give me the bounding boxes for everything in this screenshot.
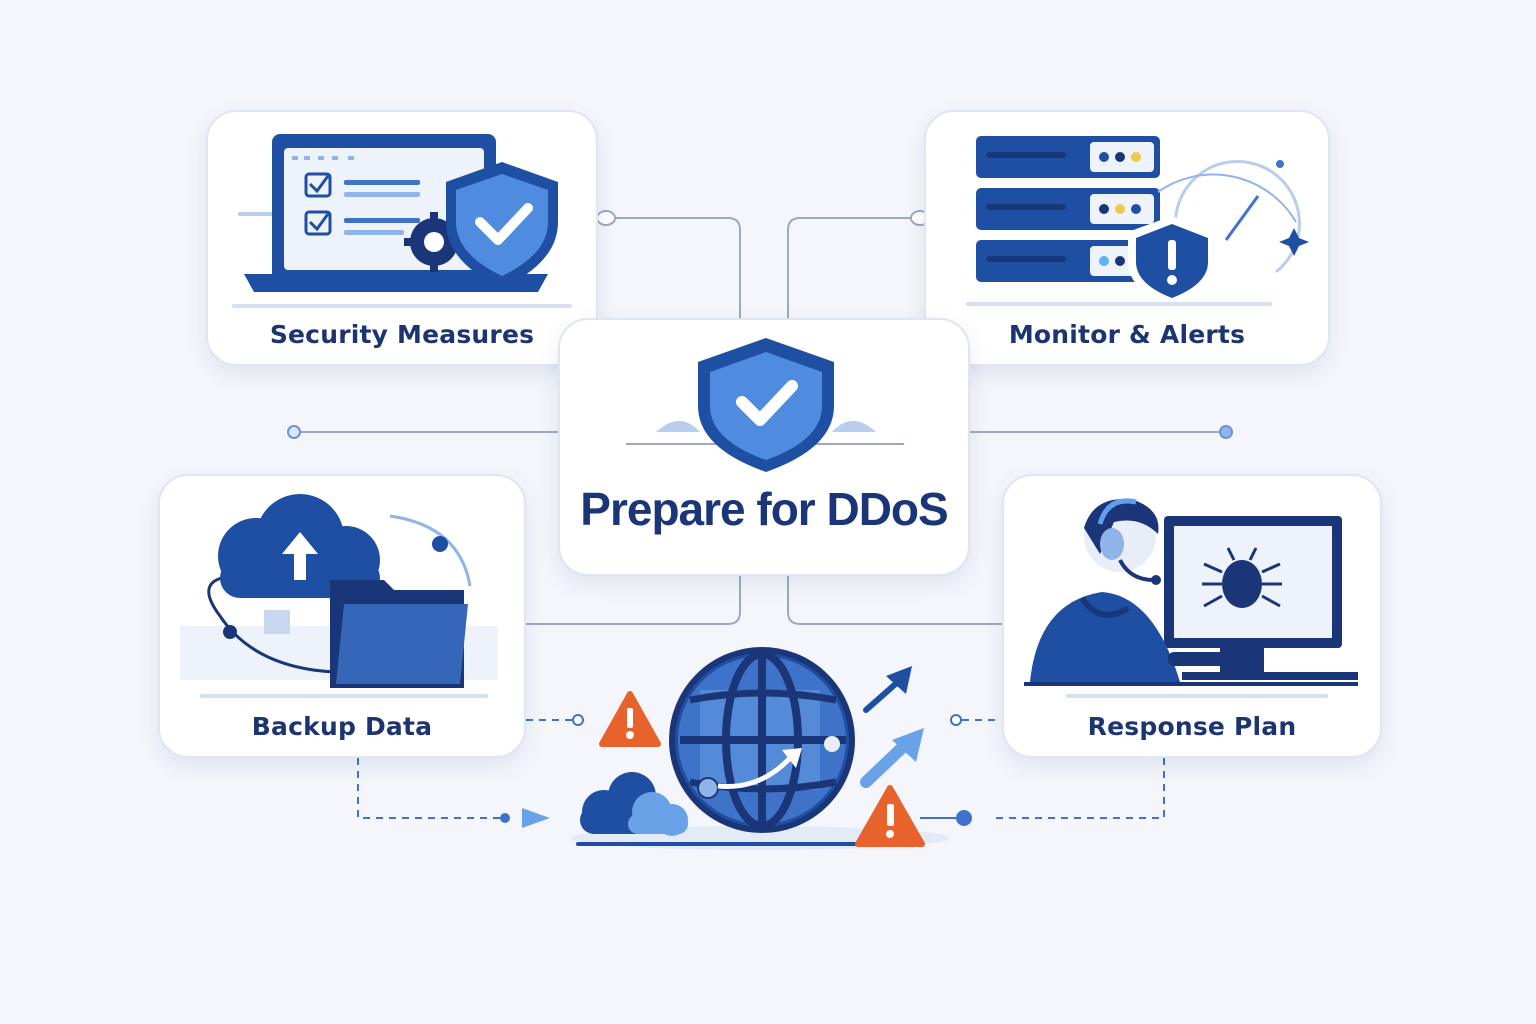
connector-monitor <box>787 217 924 318</box>
connector-response <box>787 576 1002 625</box>
node-label: Backup Data <box>251 712 433 741</box>
node-center-prepare-ddos[interactable] <box>558 318 970 576</box>
connector-security <box>612 217 741 318</box>
node-security-measures[interactable]: Security Measures <box>206 110 598 366</box>
connector-dot-left <box>287 425 301 439</box>
dashed-backup-down <box>357 758 500 819</box>
shield-check-icon <box>626 338 904 472</box>
node-monitor-alerts[interactable]: Monitor & Alerts <box>924 110 1330 366</box>
cloud-folder-icon <box>180 494 498 698</box>
node-backup-data[interactable]: Backup Data <box>158 474 526 758</box>
node-label: Monitor & Alerts <box>1008 320 1246 349</box>
small-arrow-icon <box>522 808 550 828</box>
node-response-plan[interactable]: Response Plan <box>1002 474 1382 758</box>
connector-dot-right <box>1219 425 1233 439</box>
connector-backup <box>526 576 741 625</box>
node-label: Security Measures <box>269 320 535 349</box>
dashed-response-down <box>990 758 1165 819</box>
server-radar-icon <box>966 136 1309 306</box>
center-title: Prepare for DDoS <box>580 483 948 535</box>
laptop-shield-icon <box>232 134 572 308</box>
analyst-monitor-icon <box>1024 498 1358 698</box>
node-label: Response Plan <box>1087 712 1297 741</box>
